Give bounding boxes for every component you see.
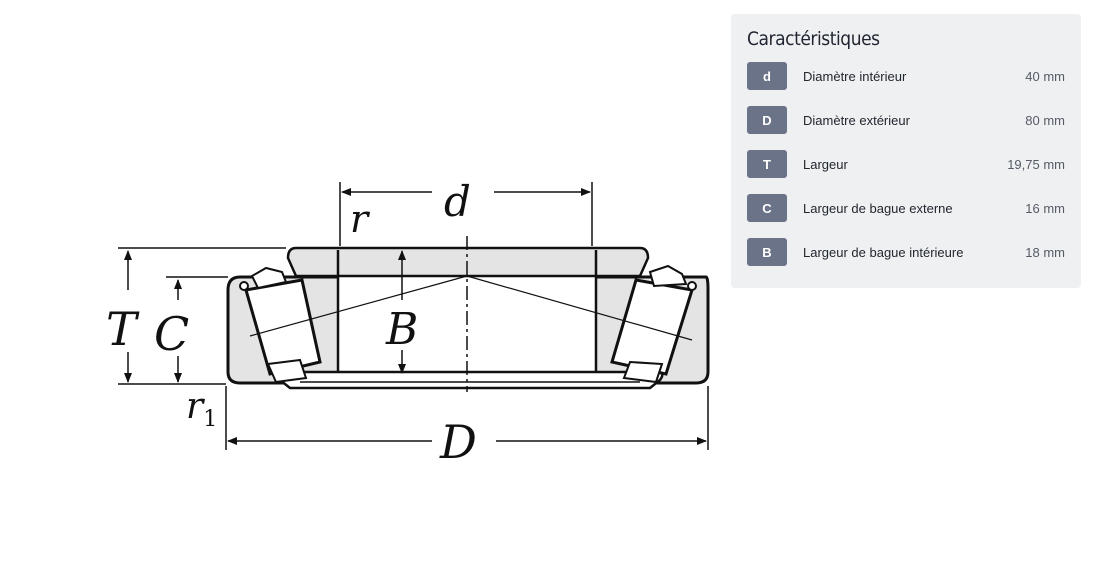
spec-label: Largeur de bague intérieure xyxy=(803,244,964,260)
dimension-t xyxy=(118,247,286,385)
spec-label: Diamètre intérieur xyxy=(803,68,907,84)
spec-row-inner-ring-width: B Largeur de bague intérieure 18 mm xyxy=(747,238,1065,266)
label-d: d xyxy=(444,177,471,226)
label-c: C xyxy=(154,307,189,361)
spec-label: Largeur de bague externe xyxy=(803,200,953,216)
symbol-badge: T xyxy=(747,150,787,178)
label-r: r xyxy=(350,197,371,241)
spec-label: Largeur xyxy=(803,156,848,172)
spec-row-outer-ring-width: C Largeur de bague externe 16 mm xyxy=(747,194,1065,222)
spec-value: 40 mm xyxy=(1025,68,1065,84)
label-D: D xyxy=(439,415,477,469)
spec-row-outer-diameter: D Diamètre extérieur 80 mm xyxy=(747,106,1065,134)
label-t: T xyxy=(106,302,140,356)
bearing-diagram: d r T C B r1 D xyxy=(106,177,710,469)
spec-row-inner-diameter: d Diamètre intérieur 40 mm xyxy=(747,62,1065,90)
contact-lines xyxy=(249,275,693,341)
symbol-badge: d xyxy=(747,62,787,90)
spec-row-width: T Largeur 19,75 mm xyxy=(747,150,1065,178)
dimension-c xyxy=(166,276,228,383)
characteristics-panel: Caractéristiques d Diamètre intérieur 40… xyxy=(731,14,1081,288)
dimension-d xyxy=(339,182,593,246)
spec-value: 19,75 mm xyxy=(1007,156,1065,172)
bottom-flange xyxy=(274,370,664,390)
spec-label: Diamètre extérieur xyxy=(803,112,910,128)
spec-value: 16 mm xyxy=(1025,200,1065,216)
dimension-D xyxy=(225,386,709,450)
spec-value: 18 mm xyxy=(1025,244,1065,260)
symbol-badge: D xyxy=(747,106,787,134)
symbol-badge: B xyxy=(747,238,787,266)
right-roller xyxy=(610,264,697,384)
panel-title: Caractéristiques xyxy=(747,28,880,50)
spec-value: 80 mm xyxy=(1025,112,1065,128)
symbol-badge: C xyxy=(747,194,787,222)
label-b: B xyxy=(385,304,418,355)
label-r1: r1 xyxy=(186,386,217,432)
